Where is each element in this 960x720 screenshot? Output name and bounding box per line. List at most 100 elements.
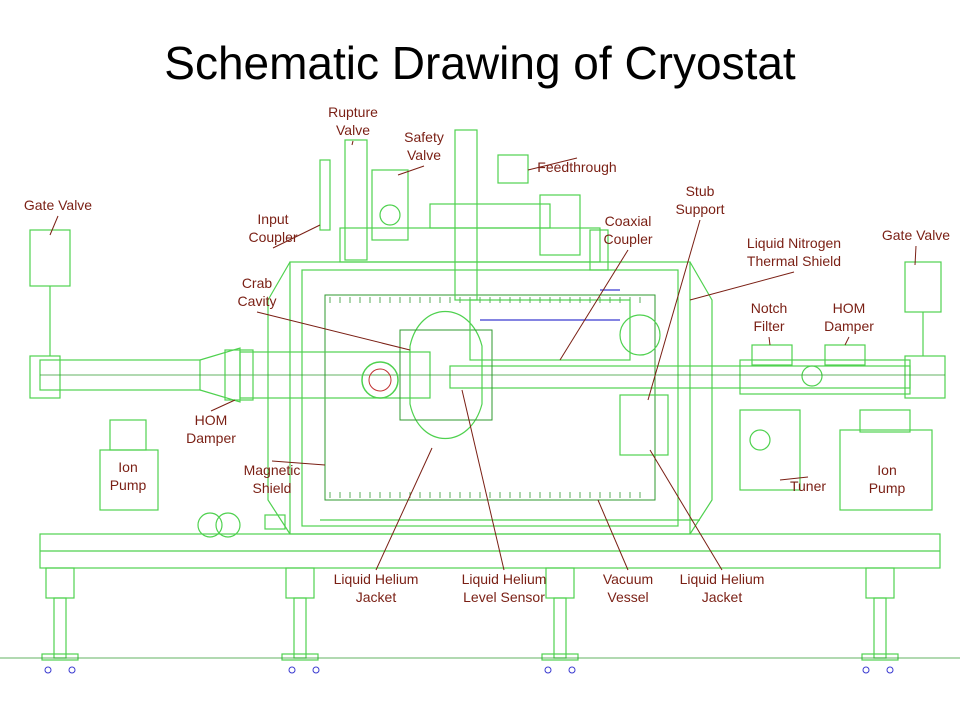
stand-column-cap xyxy=(545,567,575,599)
leader-coaxial-coupler xyxy=(559,249,629,361)
stand-column-cap xyxy=(45,567,75,599)
cryostat-drawing xyxy=(0,129,960,674)
leader-safety-valve xyxy=(397,165,425,176)
ion-pump-right-flange xyxy=(859,409,911,433)
top-port-right-2 xyxy=(589,229,609,271)
leader-stub-support xyxy=(647,219,701,401)
label-line: Support xyxy=(675,201,724,217)
label-line: Input xyxy=(257,211,288,227)
label-line: Jacket xyxy=(356,589,397,605)
beam-pipe-right xyxy=(449,365,911,389)
ion-pump-left-flange xyxy=(109,419,147,451)
label-line: Crab xyxy=(242,275,273,291)
leader-lines xyxy=(49,140,917,571)
label-line: Liquid Helium xyxy=(462,571,547,587)
gate-valve-right-actuator xyxy=(904,261,942,313)
label-line: Thermal Shield xyxy=(747,253,841,269)
safety-valve-body xyxy=(371,169,409,241)
label-line: Tuner xyxy=(790,478,826,494)
leader-gate-valve-left xyxy=(49,215,59,236)
label-line: Magnetic xyxy=(244,462,301,478)
label-line: Gate Valve xyxy=(882,227,950,243)
label-line: Shield xyxy=(253,480,292,496)
stand-column xyxy=(293,597,307,659)
cavity-port-bore xyxy=(368,368,392,392)
label-line: Pump xyxy=(869,480,906,496)
coaxial-coupler-elbow xyxy=(619,314,661,356)
label-line: Safety xyxy=(404,129,444,145)
top-port-right xyxy=(539,194,581,256)
foot-bolt xyxy=(44,666,52,674)
label-line: Level Sensor xyxy=(463,589,545,605)
foot-bolt xyxy=(862,666,870,674)
leader-lhe-jacket-right xyxy=(649,449,723,571)
safety-valve-bonnet xyxy=(379,204,401,226)
label-line: Liquid Helium xyxy=(680,571,765,587)
stub-support-body xyxy=(619,394,669,456)
foot-bolt xyxy=(312,666,320,674)
label-gate-valve-left: Gate Valve xyxy=(24,197,92,213)
leader-lhe-jacket-left xyxy=(375,447,433,571)
label-line: Ion xyxy=(877,462,896,478)
leader-magnetic-shield xyxy=(271,460,326,466)
rupture-valve-stack xyxy=(344,139,368,261)
leader-rupture-valve xyxy=(351,140,354,146)
label-line: Gate Valve xyxy=(24,197,92,213)
stand-foot xyxy=(281,653,319,661)
leader-gate-valve-right xyxy=(914,245,917,266)
beam-pipe-port xyxy=(801,365,823,387)
leader-crab-cavity xyxy=(256,311,411,351)
label-line: Pump xyxy=(110,477,147,493)
label-gate-valve-right: Gate Valve xyxy=(882,227,950,243)
gate-valve-left-actuator xyxy=(29,229,71,287)
label-line: Rupture xyxy=(328,104,378,120)
label-line: Ion xyxy=(118,459,137,475)
foot-bolt xyxy=(288,666,296,674)
label-line: Stub xyxy=(686,183,715,199)
leader-hom-damper-left xyxy=(210,399,236,412)
label-line: Cavity xyxy=(238,293,277,309)
label-line: Notch xyxy=(751,300,788,316)
label-line: Filter xyxy=(753,318,784,334)
stand-column xyxy=(53,597,67,659)
label-line: Valve xyxy=(407,147,441,163)
hom-damper-left-body xyxy=(224,349,254,401)
slide-title: Schematic Drawing of Cryostat xyxy=(164,37,796,89)
stand-foot xyxy=(41,653,79,661)
leader-ln2-shield xyxy=(689,271,795,301)
feedthrough-box xyxy=(497,154,529,184)
label-line: Vessel xyxy=(607,589,648,605)
leader-feedthrough xyxy=(527,157,578,171)
stand-foot xyxy=(861,653,899,661)
leader-lhe-level-sensor xyxy=(461,389,505,571)
leader-tuner xyxy=(779,476,809,481)
notch-filter-body xyxy=(751,344,793,366)
leader-notch-filter xyxy=(768,336,771,346)
stand-column xyxy=(553,597,567,659)
gate-valve-right-body xyxy=(904,355,946,399)
label-line: Valve xyxy=(336,122,370,138)
foot-bolt xyxy=(568,666,576,674)
stand-column-cap xyxy=(285,567,315,599)
label-line: Damper xyxy=(824,318,874,334)
stand-column xyxy=(873,597,887,659)
feedthrough-stem xyxy=(454,129,478,301)
leader-vacuum-vessel xyxy=(597,499,629,571)
foot-bolt xyxy=(68,666,76,674)
coaxial-coupler-housing xyxy=(469,299,631,361)
top-flange xyxy=(429,203,551,229)
